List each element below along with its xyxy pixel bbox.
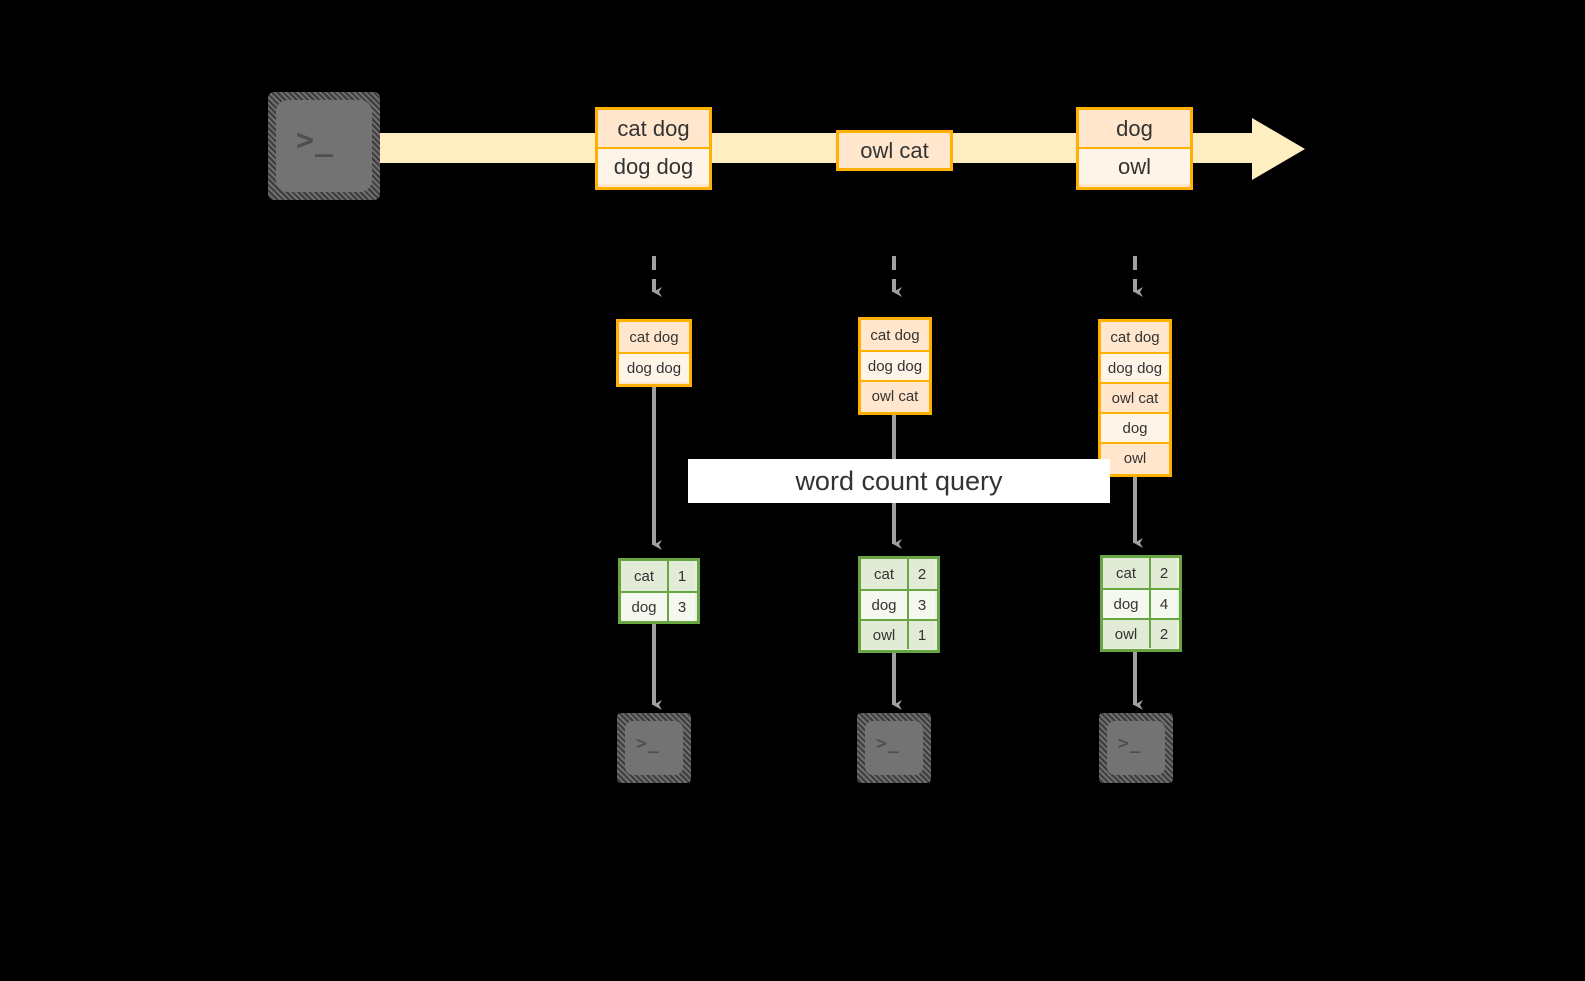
result-word: dog: [1103, 590, 1149, 618]
result-word: cat: [621, 561, 667, 591]
terminal-screen: >_: [625, 721, 683, 775]
result-count: 3: [667, 593, 695, 621]
table-row: owl 2: [1103, 618, 1179, 648]
stream-record-2[interactable]: owl cat: [836, 130, 953, 171]
result-count: 1: [907, 621, 935, 649]
input-record-row: owl cat: [861, 380, 929, 410]
terminal-screen: >_: [865, 721, 923, 775]
table-row: dog 3: [861, 589, 937, 619]
stream-record-line: owl cat: [839, 133, 950, 168]
result-word: dog: [621, 593, 667, 621]
word-count-result-table-3[interactable]: cat 2 dog 4 owl 2: [1100, 555, 1182, 652]
input-records-table-1[interactable]: cat dog dog dog: [616, 319, 692, 387]
table-row: cat 2: [861, 559, 937, 589]
stream-record-line: dog: [1079, 110, 1190, 147]
terminal-screen: >_: [1107, 721, 1165, 775]
stream-record-1[interactable]: cat dog dog dog: [595, 107, 712, 190]
result-word: cat: [861, 559, 907, 589]
table-row: cat 1: [621, 561, 697, 591]
input-record-row: cat dog: [619, 322, 689, 352]
result-count: 1: [667, 561, 695, 591]
input-record-row: owl: [1101, 442, 1169, 472]
stream-record-line: dog dog: [598, 147, 709, 184]
sink-terminal-icon-3[interactable]: >_: [1099, 713, 1173, 783]
input-record-row: dog dog: [1101, 352, 1169, 382]
input-record-row: cat dog: [1101, 322, 1169, 352]
result-word: cat: [1103, 558, 1149, 588]
word-count-result-table-2[interactable]: cat 2 dog 3 owl 1: [858, 556, 940, 653]
table-row: owl 1: [861, 619, 937, 649]
result-word: owl: [861, 621, 907, 649]
result-count: 2: [1149, 620, 1177, 648]
terminal-prompt-glyph: >_: [876, 733, 900, 754]
input-record-row: dog dog: [619, 352, 689, 382]
query-label: word count query: [688, 459, 1110, 503]
terminal-prompt-glyph: >_: [636, 733, 660, 754]
query-label-text: word count query: [795, 465, 1003, 496]
input-records-table-2[interactable]: cat dog dog dog owl cat: [858, 317, 932, 415]
input-record-row: cat dog: [861, 320, 929, 350]
table-row: dog 3: [621, 591, 697, 621]
stream-record-line: cat dog: [598, 110, 709, 147]
terminal-prompt-glyph: >_: [296, 123, 335, 158]
input-record-row: dog dog: [861, 350, 929, 380]
stream-record-line: owl: [1079, 147, 1190, 184]
table-row: dog 4: [1103, 588, 1179, 618]
input-record-row: owl cat: [1101, 382, 1169, 412]
source-terminal-icon[interactable]: >_: [268, 92, 380, 200]
stream-record-3[interactable]: dog owl: [1076, 107, 1193, 190]
table-row: cat 2: [1103, 558, 1179, 588]
word-count-result-table-1[interactable]: cat 1 dog 3: [618, 558, 700, 624]
sink-terminal-icon-2[interactable]: >_: [857, 713, 931, 783]
stream-band-arrow: [352, 118, 1305, 180]
terminal-prompt-glyph: >_: [1118, 733, 1142, 754]
result-count: 2: [1149, 558, 1177, 588]
terminal-screen: >_: [276, 100, 372, 192]
result-count: 2: [907, 559, 935, 589]
result-word: owl: [1103, 620, 1149, 648]
sink-terminal-icon-1[interactable]: >_: [617, 713, 691, 783]
result-count: 3: [907, 591, 935, 619]
result-count: 4: [1149, 590, 1177, 618]
input-records-table-3[interactable]: cat dog dog dog owl cat dog owl: [1098, 319, 1172, 477]
result-word: dog: [861, 591, 907, 619]
input-record-row: dog: [1101, 412, 1169, 442]
